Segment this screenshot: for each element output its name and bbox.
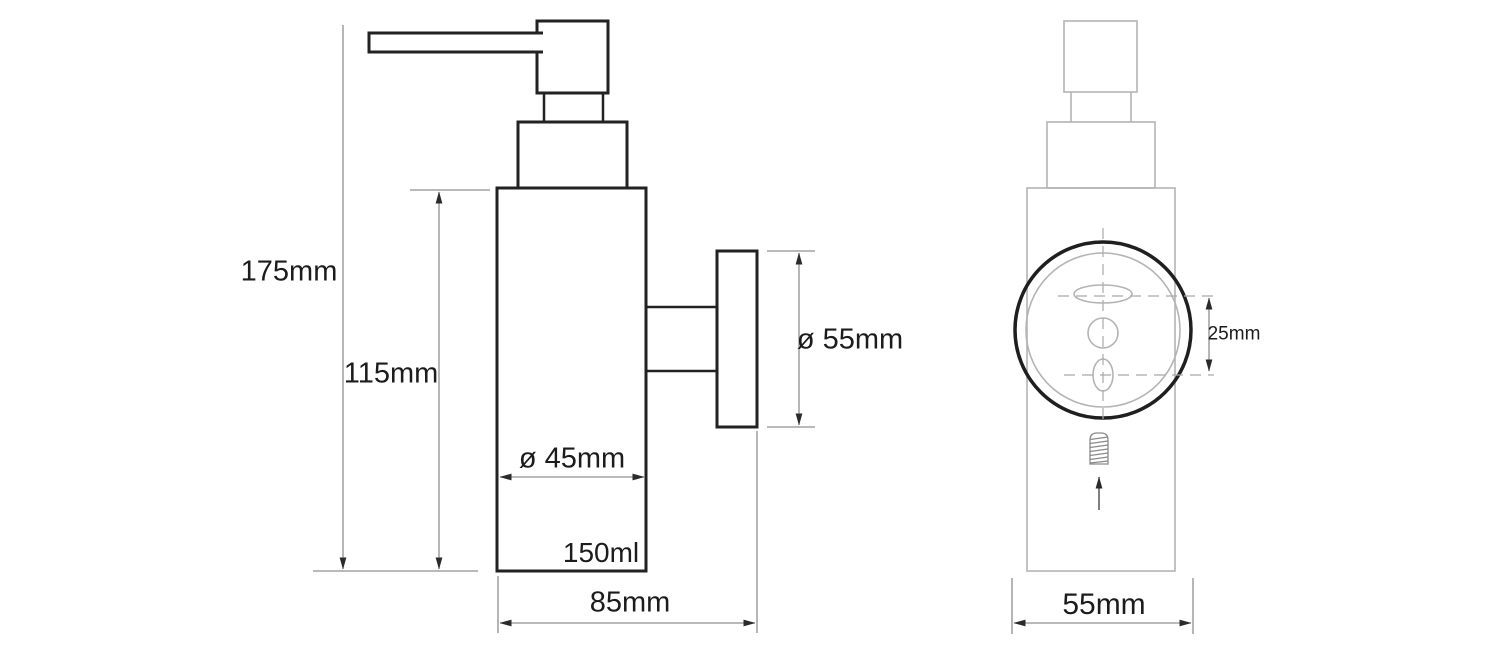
- label-total-depth: 85mm: [589, 586, 671, 619]
- side-view: [367, 19, 759, 573]
- side-bottle-body: [495, 186, 648, 573]
- side-pump-collar: [516, 120, 629, 190]
- front-bottle-body: [1026, 187, 1176, 572]
- side-dimension-lines: [313, 25, 815, 633]
- side-pump-neck: [542, 93, 605, 122]
- side-mounting-arm: [646, 305, 718, 373]
- front-pump-head: [1063, 20, 1138, 93]
- screw-threads: [1089, 436, 1109, 464]
- label-plate-width: 55mm: [1062, 588, 1146, 621]
- front-dimension-lines: [1011, 297, 1213, 634]
- label-plate-diameter: ø 55mm: [796, 323, 904, 356]
- side-wall-plate: [715, 249, 759, 429]
- label-body-diameter: ø 45mm: [518, 442, 626, 475]
- front-pump-neck: [1070, 92, 1132, 122]
- label-body-height: 115mm: [343, 357, 439, 390]
- label-total-height: 175mm: [240, 255, 338, 288]
- label-capacity: 150ml: [562, 537, 640, 568]
- fixing-screw: [1089, 432, 1109, 465]
- front-pump-collar: [1046, 121, 1156, 189]
- side-pump-head: [535, 19, 610, 95]
- front-wall-plate-inner-circle: [1025, 252, 1181, 408]
- front-centerlines: [1058, 228, 1214, 422]
- side-pump-spout: [367, 31, 543, 54]
- label-hole-spacing: 25mm: [1207, 323, 1261, 345]
